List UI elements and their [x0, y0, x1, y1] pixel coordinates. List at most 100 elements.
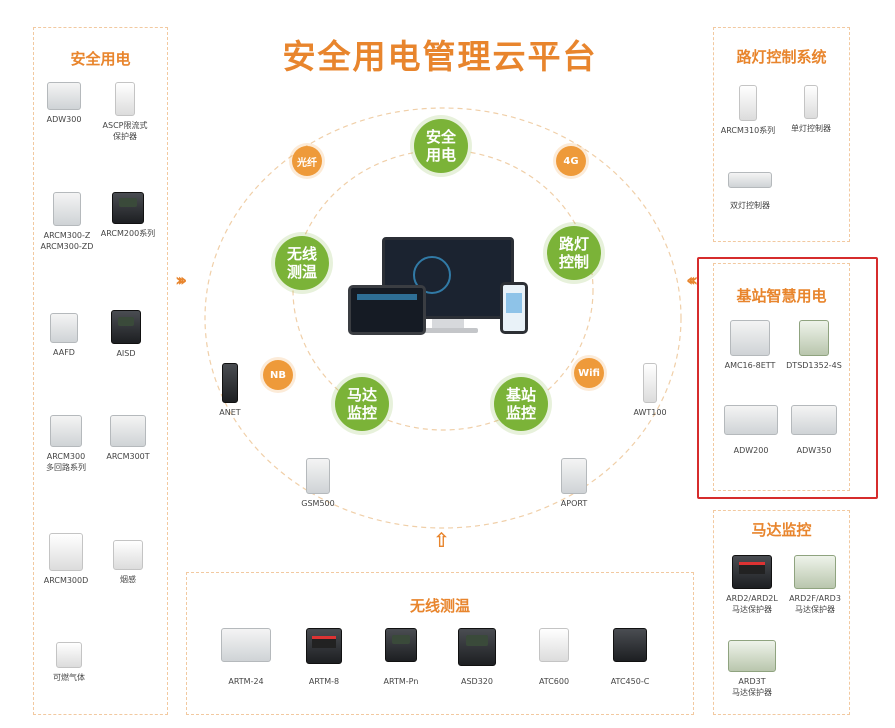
- meter-icon: [221, 628, 271, 662]
- device-gas: 可燃气体: [44, 642, 94, 683]
- gateway-gsm500: GSM500: [296, 458, 340, 509]
- gas-detector-icon: [56, 642, 82, 668]
- antenna-device-icon: [49, 533, 83, 571]
- device-arcm300d: ARCM300D: [38, 533, 94, 586]
- basestation-panel: [713, 263, 850, 491]
- device-adw300: ADW300: [40, 82, 88, 125]
- motor-panel-title: 马达监控: [751, 521, 812, 539]
- meter-icon: [306, 628, 342, 664]
- device-label: AMC16-8ETT: [724, 361, 776, 370]
- device-label: ARTM-8: [308, 677, 340, 686]
- device-label: ASD320: [461, 677, 493, 686]
- device-single-lamp: 单灯控制器: [783, 85, 839, 134]
- device-label: 单灯控制器: [791, 124, 831, 133]
- gateway-awt100: AWT100: [628, 363, 672, 418]
- device-label: ADW200: [733, 446, 769, 455]
- device-ascp: ASCP限流式 保护器: [96, 82, 154, 142]
- device-atc450: ATC450-C: [602, 628, 658, 687]
- meter-icon: [799, 320, 829, 356]
- device-label: ARCM200系列: [100, 229, 156, 238]
- streetlight-panel: 路灯控制系统: [713, 27, 850, 242]
- arrow-left-icon: ‹‹‹: [686, 270, 698, 291]
- gateway-icon: [643, 363, 657, 403]
- controller-icon: [728, 172, 772, 188]
- device-label: ARD3T 马达保护器: [732, 677, 772, 697]
- controller-icon: [739, 85, 757, 121]
- device-arcm310: ARCM310系列: [718, 85, 778, 136]
- device-adw200: ADW200: [720, 405, 782, 456]
- device-label: ATC450-C: [610, 677, 650, 686]
- node-label: 路灯 控制: [558, 235, 589, 271]
- node-wifi: Wifi: [574, 358, 604, 388]
- highlight-box: [697, 257, 878, 499]
- node-nb: NB: [263, 360, 293, 390]
- page-title: 安全用电管理云平台: [282, 37, 598, 76]
- meter-icon: [50, 313, 78, 343]
- motor-protector-icon: [732, 555, 772, 589]
- wireless-panel: 无线测温: [186, 572, 694, 715]
- monitor-base: [418, 328, 478, 333]
- device-ard3t: ARD3T 马达保护器: [722, 640, 782, 698]
- meter-icon: [110, 415, 146, 447]
- smoke-detector-icon: [113, 540, 143, 570]
- device-dual-lamp: 双灯控制器: [722, 172, 778, 211]
- device-ard2f: ARD2F/ARD3 马达保护器: [784, 555, 846, 615]
- device-label: 双灯控制器: [730, 201, 770, 210]
- device-label: ADW350: [796, 446, 832, 455]
- device-label: DTSD1352-4S: [786, 361, 842, 370]
- device-label: ARD2F/ARD3 马达保护器: [789, 594, 841, 614]
- arrow-up-icon: ⇧: [433, 528, 450, 552]
- motor-protector-icon: [728, 640, 776, 672]
- device-label: ARTM-24: [228, 677, 264, 686]
- node-label: 安全 用电: [425, 128, 456, 164]
- meter-with-ct-icon: [791, 405, 837, 435]
- node-label: 光纤: [297, 157, 317, 169]
- device-label: 烟感: [120, 575, 136, 584]
- gateway-icon: [222, 363, 238, 403]
- device-arcm300z: ARCM300-Z ARCM300-ZD: [37, 192, 97, 252]
- meter-icon: [111, 310, 141, 344]
- node-label: NB: [270, 369, 286, 381]
- device-label: ADW300: [46, 115, 82, 124]
- device-label: AWT100: [633, 408, 667, 417]
- node-fiber: 光纤: [292, 146, 322, 176]
- meter-icon: [385, 628, 417, 662]
- device-arcm200: ARCM200系列: [97, 192, 159, 239]
- device-label: 可燃气体: [53, 673, 85, 682]
- breaker-icon: [115, 82, 135, 116]
- node-wireless: 无线 测温: [275, 236, 329, 290]
- arrow-right-icon: ›››: [175, 270, 187, 291]
- left-panel: 安全用电: [33, 27, 168, 715]
- motor-panel: 马达监控: [713, 510, 850, 715]
- device-smoke: 烟感: [108, 540, 148, 585]
- device-dtsd1352: DTSD1352-4S: [783, 320, 845, 371]
- device-label: APORT: [560, 499, 588, 508]
- node-label: 4G: [563, 155, 579, 167]
- gateway-aport: APORT: [552, 458, 596, 509]
- device-label: ARD2/ARD2L 马达保护器: [726, 594, 778, 614]
- meter-icon: [730, 320, 770, 356]
- meter-icon: [47, 82, 81, 110]
- gateway-icon: [561, 458, 587, 494]
- device-label: ANET: [219, 408, 241, 417]
- device-aisd: AISD: [104, 310, 148, 359]
- device-ard2: ARD2/ARD2L 马达保护器: [722, 555, 782, 615]
- tablet-icon: [348, 285, 426, 335]
- device-label: ARTM-Pn: [383, 677, 419, 686]
- meter-icon: [53, 192, 81, 226]
- device-arcm300t: ARCM300T: [100, 415, 156, 462]
- device-arcm300: ARCM300 多回路系列: [38, 415, 94, 473]
- motor-protector-icon: [794, 555, 836, 589]
- left-panel-title: 安全用电: [70, 50, 131, 68]
- meter-icon: [50, 415, 82, 447]
- meter-with-ct-icon: [724, 405, 778, 435]
- phone-icon: [500, 282, 528, 334]
- device-label: ARCM300D: [43, 576, 89, 585]
- device-label: ARCM310系列: [720, 126, 776, 135]
- device-label: ARCM300 多回路系列: [46, 452, 86, 472]
- device-atc600: ATC600: [530, 628, 578, 687]
- node-4g: 4G: [556, 146, 586, 176]
- wireless-panel-title: 无线测温: [409, 597, 470, 615]
- device-asd320: ASD320: [452, 628, 502, 687]
- monitor-stand: [432, 319, 464, 329]
